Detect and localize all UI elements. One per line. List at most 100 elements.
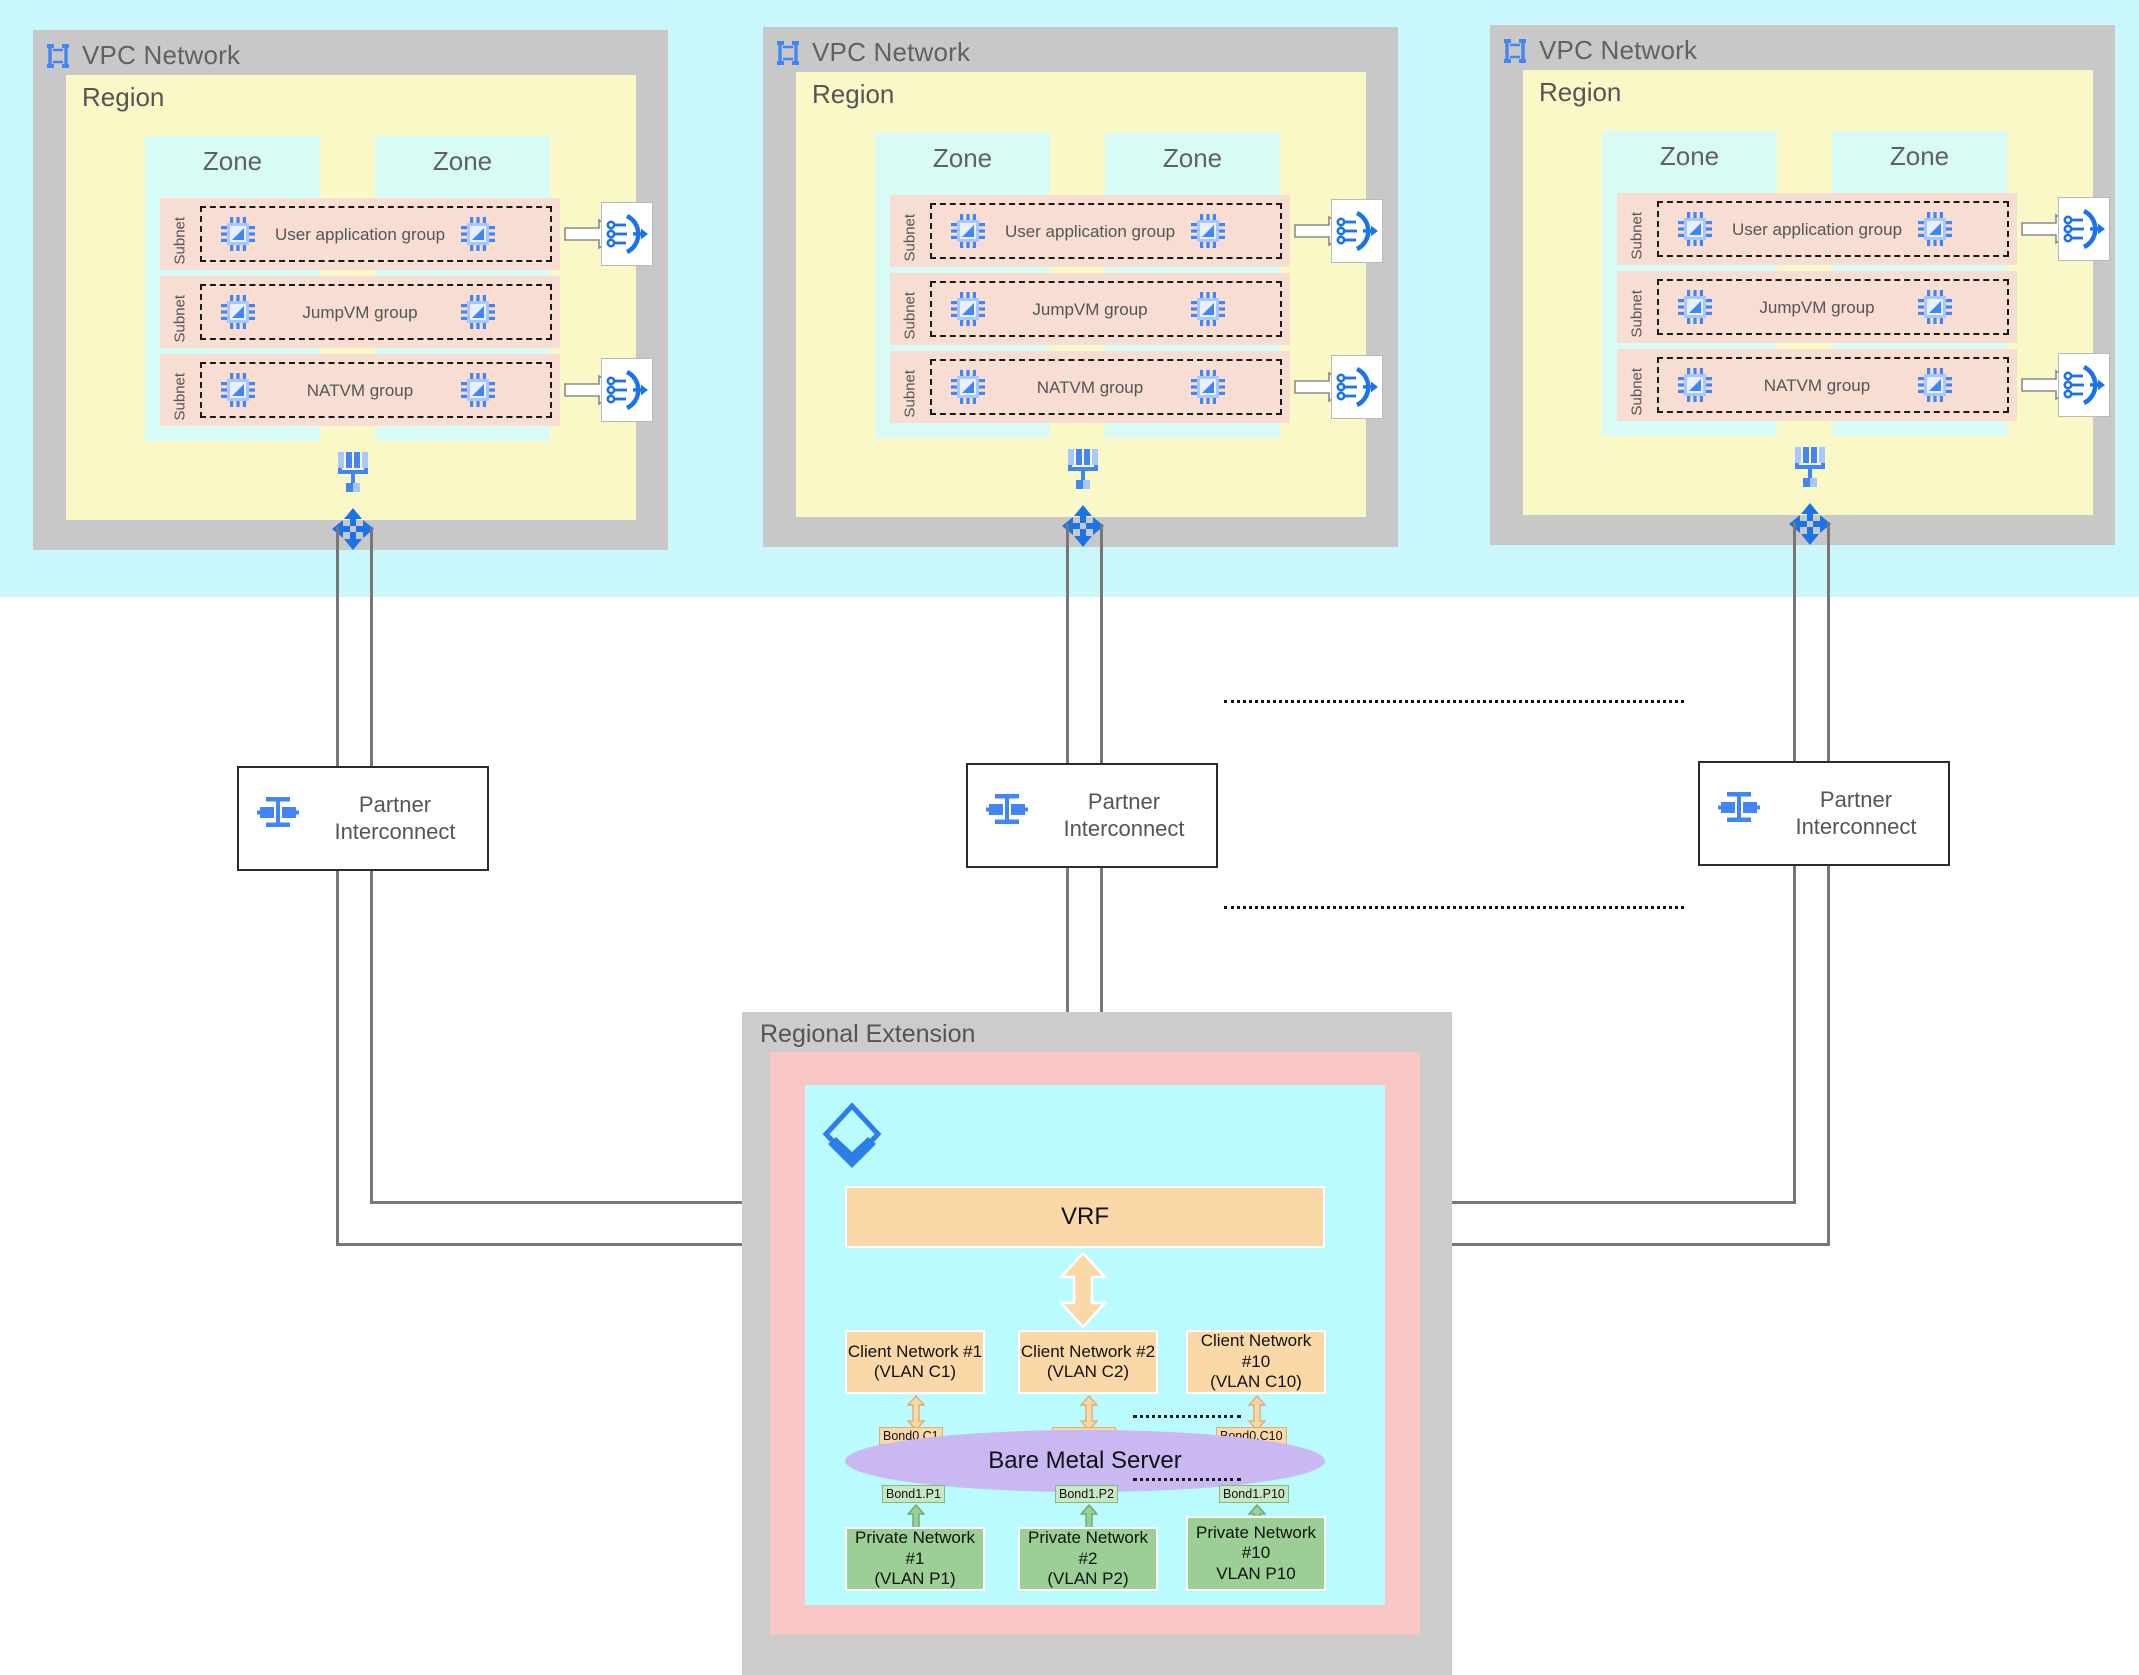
- instance-group-box[interactable]: [1657, 357, 2009, 413]
- bond1-p2-tag: Bond1.P2: [1055, 1485, 1118, 1503]
- vpc-network-title: VPC Network: [1539, 35, 1698, 65]
- connector-pi3-outer-v: [1827, 866, 1830, 1246]
- partner-interconnect-label: Partner Interconnect: [1044, 789, 1204, 843]
- private-network-line-3: VLAN P10: [1216, 1563, 1296, 1583]
- instance-group-label: JumpVM group: [1759, 298, 1875, 317]
- private-network-1[interactable]: Private Network #1 (VLAN P1): [845, 1527, 985, 1591]
- instance-group-box[interactable]: [930, 359, 1282, 415]
- compute-instance-icon: [1917, 367, 1953, 403]
- private-network-line-1: Private Network #2: [1028, 1528, 1148, 1568]
- cloud-nat-icon: [1335, 209, 1379, 253]
- connector-pi3-outer-h: [1315, 1243, 1830, 1246]
- client-network-line-1: Client Network #2: [1020, 1341, 1156, 1361]
- client-network-2[interactable]: Client Network #2 (VLAN C2): [1018, 1330, 1158, 1394]
- partner-interconnect-label: Partner Interconnect: [315, 792, 475, 846]
- instance-group-label: User application group: [274, 225, 446, 244]
- client-network-line-2: (VLAN C10): [1210, 1372, 1302, 1392]
- private-network-line-2: (VLAN P1): [874, 1569, 956, 1589]
- connector-pi1-outer-v: [336, 871, 339, 1246]
- zone-label: Zone: [1889, 141, 1950, 171]
- bare-metal-server[interactable]: Bare Metal Server: [845, 1430, 1325, 1492]
- instance-group-box[interactable]: [930, 203, 1282, 259]
- private-network-line-1: Private Network: [1196, 1522, 1316, 1542]
- connector-vpc1-right: [370, 527, 373, 767]
- vpc-network-icon: [45, 42, 71, 70]
- private-network-2[interactable]: Private Network #2 (VLAN P2): [1018, 1527, 1158, 1591]
- pi-line-1: Partner: [1087, 789, 1161, 814]
- partner-interconnect-icon: [986, 792, 1028, 826]
- instance-group-box[interactable]: [1657, 279, 2009, 335]
- connector-pi3-inner-h: [1315, 1201, 1796, 1204]
- cloud-nat-icon: [2062, 363, 2106, 407]
- private-network-line-2: #10: [1241, 1543, 1271, 1563]
- vrf-box[interactable]: VRF: [845, 1186, 1325, 1248]
- subnet-switch-icon: [337, 452, 369, 493]
- subnet-label: Subnet: [171, 372, 189, 421]
- client-network-ellipsis: [1133, 1415, 1241, 1418]
- subnet-label: Subnet: [901, 291, 919, 340]
- pi-line-2: Interconnect: [334, 818, 456, 844]
- subnet-label: Subnet: [901, 213, 919, 262]
- compute-instance-icon: [460, 216, 496, 252]
- instance-group-box[interactable]: [200, 362, 552, 418]
- private-network-10[interactable]: Private Network #10 VLAN P10: [1186, 1516, 1326, 1591]
- client-network-line-2: (VLAN C1): [873, 1362, 957, 1381]
- client-network-line-1: Client Network #10: [1200, 1331, 1312, 1371]
- vpc-network-icon: [775, 39, 801, 67]
- instance-group-label: User application group: [1731, 220, 1903, 239]
- layers-icon: [822, 1104, 884, 1174]
- private-network-ellipsis: [1133, 1478, 1241, 1481]
- client-network-line-1: Client Network #1: [847, 1341, 983, 1361]
- partner-interconnect-icon: [257, 795, 299, 829]
- region-label: Region: [82, 82, 165, 112]
- subnet-label: Subnet: [1628, 367, 1646, 416]
- subnet-label: Subnet: [1628, 211, 1646, 260]
- subnet-label: Subnet: [171, 294, 189, 343]
- compute-instance-icon: [460, 372, 496, 408]
- instance-group-box[interactable]: [200, 284, 552, 340]
- instance-group-box[interactable]: [1657, 201, 2009, 257]
- zone-label: Zone: [432, 146, 493, 176]
- cn10-bond-arrow: [1247, 1394, 1267, 1432]
- instance-group-label: User application group: [1004, 222, 1176, 241]
- zone-label: Zone: [202, 146, 263, 176]
- cloud-nat-icon: [2062, 207, 2106, 251]
- client-network-line-2: (VLAN C2): [1046, 1362, 1130, 1381]
- compute-instance-icon: [1677, 367, 1713, 403]
- pi-line-2: Interconnect: [1063, 815, 1185, 841]
- private-network-line-1: Private Network #1: [855, 1528, 975, 1568]
- instance-group-label: NATVM group: [1763, 376, 1871, 395]
- vpc-network-title: VPC Network: [82, 40, 241, 70]
- compute-instance-icon: [220, 294, 256, 330]
- vpc-network-icon: [1502, 37, 1528, 65]
- connector-pi3-inner-v: [1793, 866, 1796, 1204]
- vpc-network-title: VPC Network: [812, 37, 971, 67]
- zone-label: Zone: [932, 143, 993, 173]
- ellipsis-line-top: [1224, 700, 1684, 703]
- instance-group-box[interactable]: [930, 281, 1282, 337]
- zone-label: Zone: [1659, 141, 1720, 171]
- bond1-p10-tag: Bond1.P10: [1219, 1485, 1289, 1503]
- client-network-10[interactable]: Client Network #10 (VLAN C10): [1186, 1330, 1326, 1394]
- subnet-label: Subnet: [1628, 289, 1646, 338]
- compute-instance-icon: [220, 372, 256, 408]
- regional-extension-title: Regional Extension: [760, 1020, 976, 1048]
- connector-pi1-inner-h: [370, 1201, 861, 1204]
- zone-label: Zone: [1162, 143, 1223, 173]
- connector-vpc2-left: [1066, 524, 1069, 767]
- client-network-1[interactable]: Client Network #1 (VLAN C1): [845, 1330, 985, 1394]
- cn2-bond-arrow: [1079, 1394, 1099, 1432]
- vrf-bidirectional-arrow: [1058, 1251, 1108, 1329]
- cloud-nat-icon: [605, 212, 649, 256]
- compute-instance-icon: [1917, 211, 1953, 247]
- compute-instance-icon: [460, 294, 496, 330]
- compute-instance-icon: [1190, 291, 1226, 327]
- instance-group-label: JumpVM group: [1032, 300, 1148, 319]
- compute-instance-icon: [1917, 289, 1953, 325]
- subnet-label: Subnet: [171, 216, 189, 265]
- instance-group-box[interactable]: [200, 206, 552, 262]
- compute-instance-icon: [1190, 213, 1226, 249]
- partner-interconnect-label: Partner Interconnect: [1776, 787, 1936, 841]
- subnet-label: Subnet: [901, 369, 919, 418]
